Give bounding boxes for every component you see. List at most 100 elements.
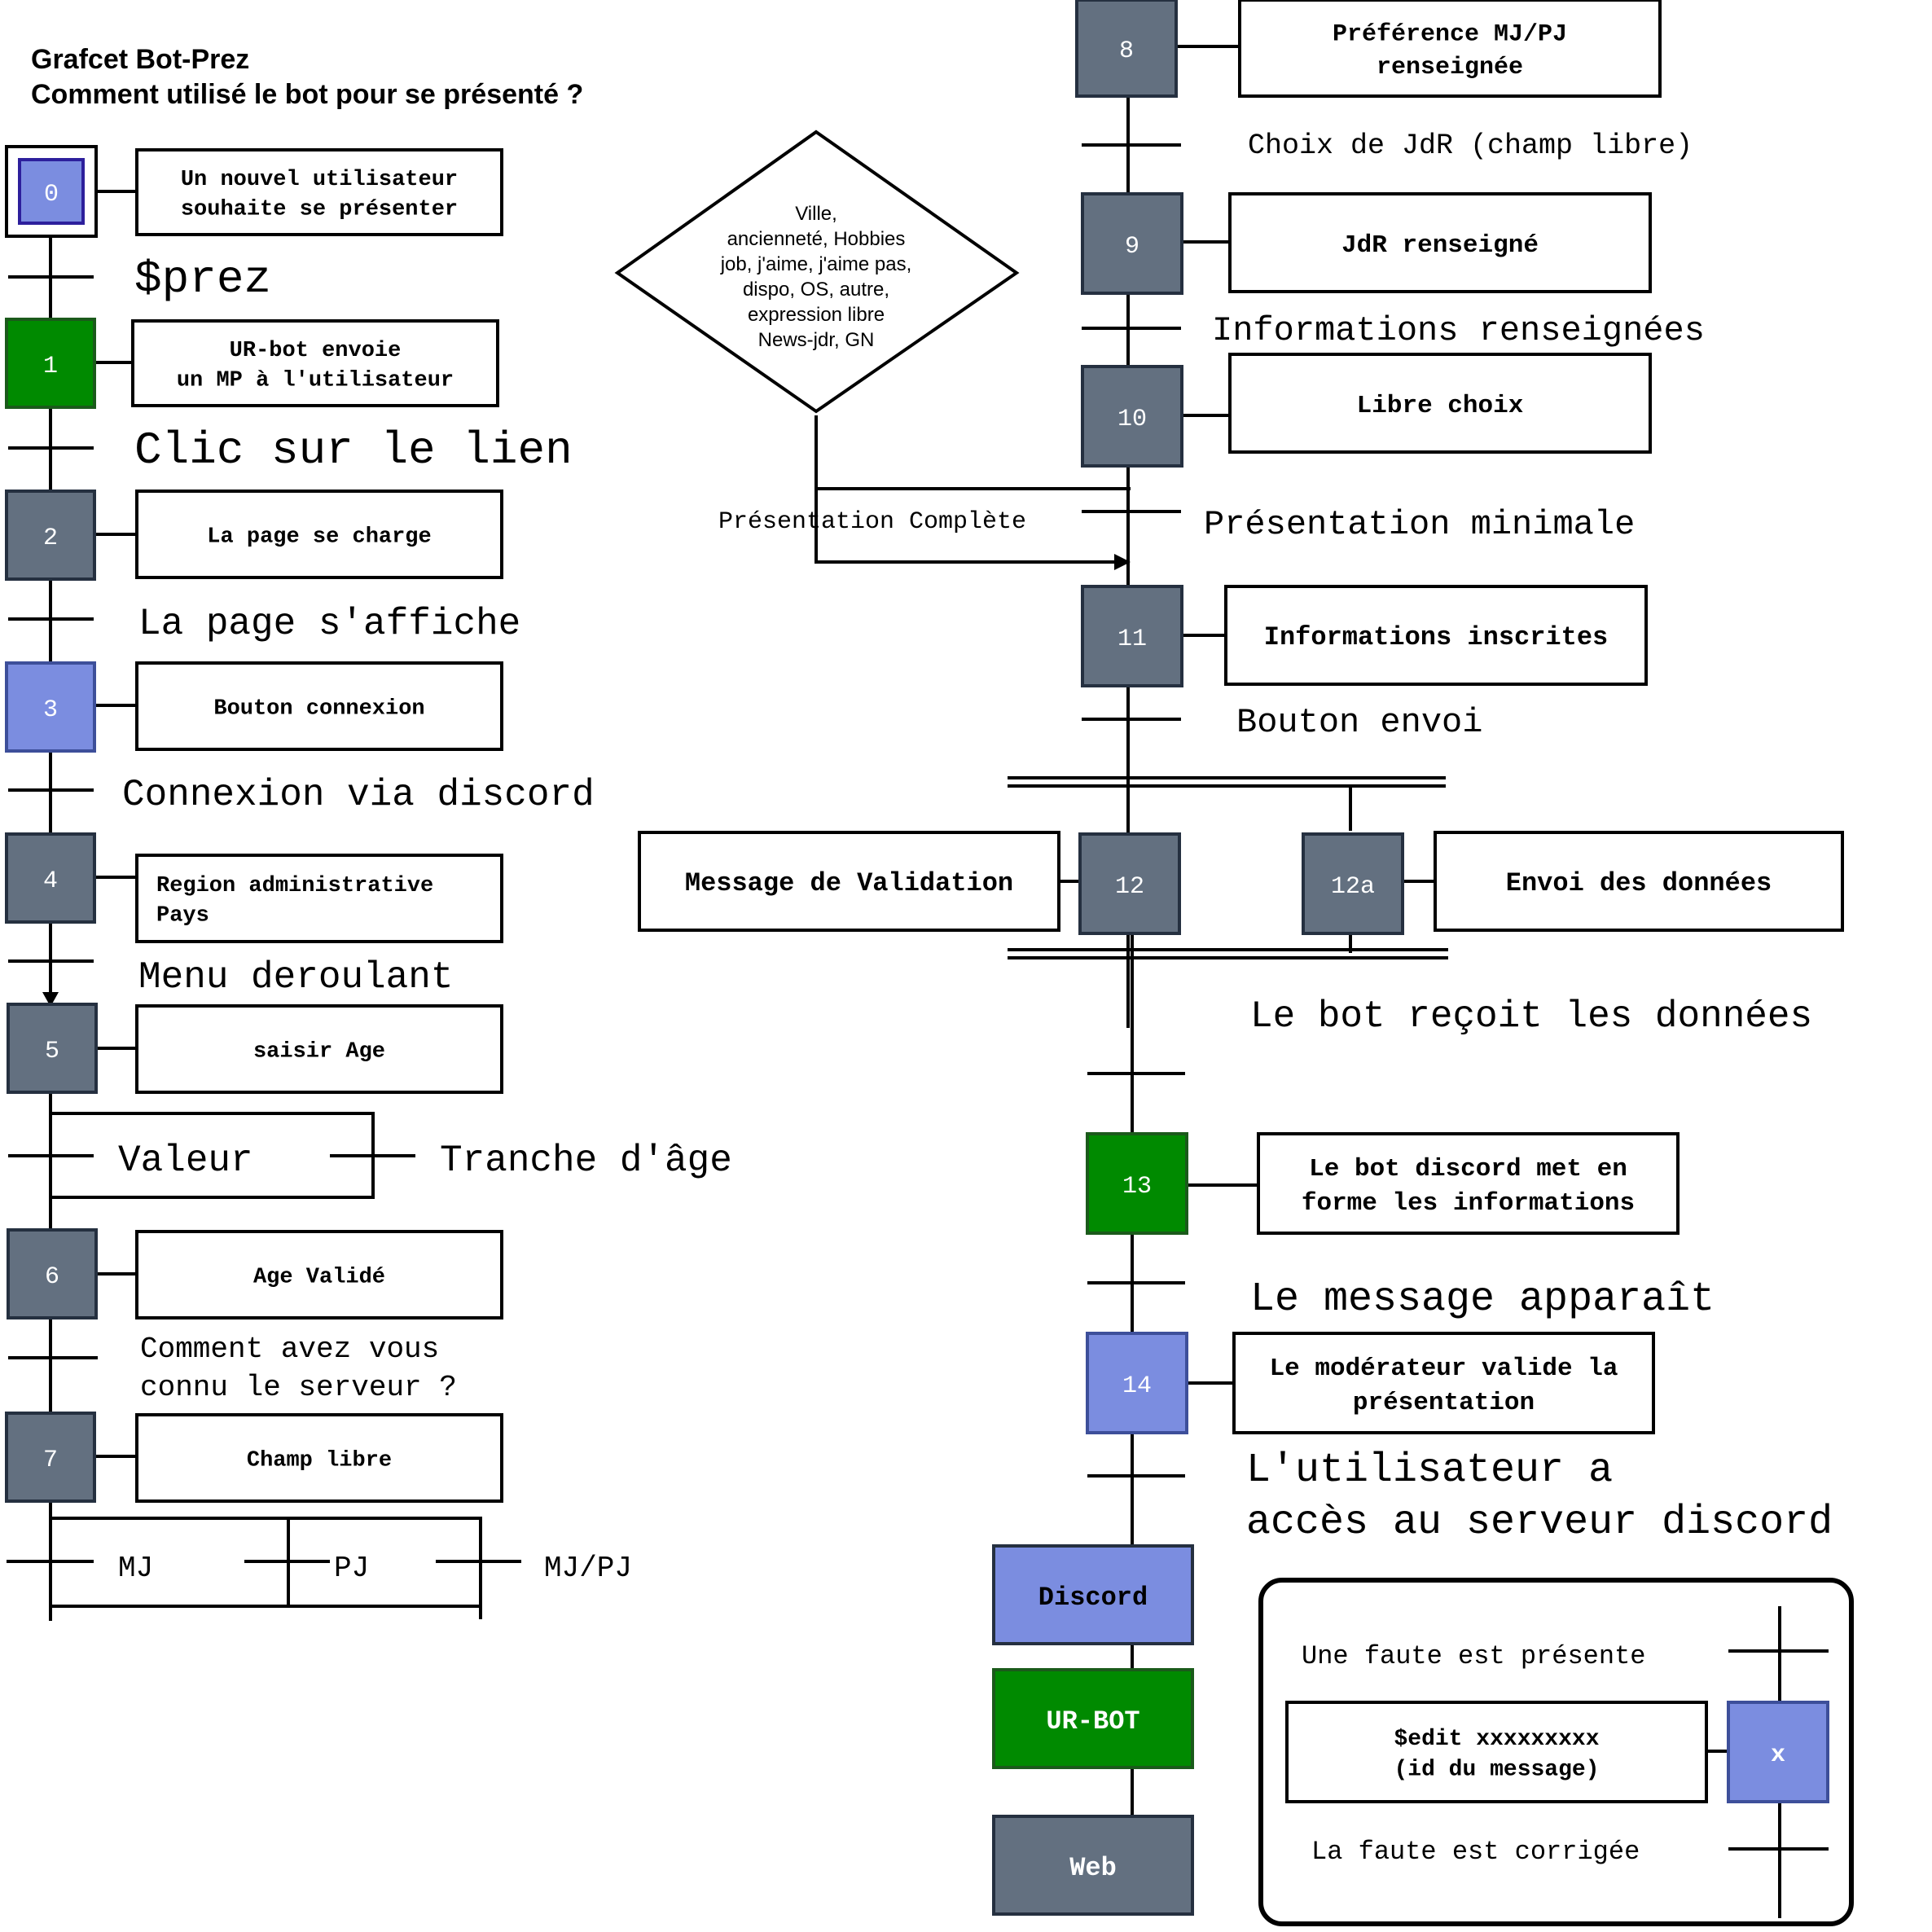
action-label: Envoi des données — [1506, 868, 1772, 898]
step-9: 9 — [1081, 192, 1183, 295]
action-label: renseignée — [1377, 54, 1523, 81]
legend-web: Web — [992, 1815, 1194, 1916]
action-5: saisir Age — [135, 1004, 503, 1094]
transition-label: MJ — [118, 1552, 153, 1585]
step-number: 12 — [1115, 873, 1144, 901]
step-number: 2 — [43, 525, 58, 552]
action-label: souhaite se présenter — [181, 198, 458, 222]
action-label: Bouton connexion — [213, 696, 424, 721]
step-number: 12a — [1331, 873, 1375, 901]
page-subtitle: Comment utilisé le bot pour se présenté … — [31, 79, 583, 110]
legend-discord: Discord — [992, 1544, 1194, 1645]
transition-label: Choix de JdR (champ libre) — [1248, 130, 1693, 162]
step-7: 7 — [5, 1412, 96, 1503]
action-label: forme les informations — [1302, 1189, 1635, 1218]
transition-label: accès au serveur discord — [1246, 1499, 1833, 1546]
edit-command-box: $edit xxxxxxxxx (id du message) — [1285, 1701, 1708, 1803]
step-6: 6 — [7, 1228, 98, 1319]
step-number: 9 — [1125, 233, 1139, 261]
transition-label: Clic sur le lien — [134, 424, 573, 476]
step-2: 2 — [5, 490, 96, 581]
action-label: (id du message) — [1394, 1758, 1599, 1783]
step-number: 7 — [43, 1447, 58, 1474]
action-label: Pays — [156, 904, 209, 929]
legend-urbot: UR-BOT — [992, 1668, 1194, 1769]
diamond-text: expression libre — [748, 304, 885, 326]
step-8: 8 — [1075, 0, 1178, 98]
transition-label: PJ — [334, 1552, 369, 1585]
transition-label: L'utilisateur a — [1246, 1447, 1613, 1494]
action-label: un MP à l'utilisateur — [177, 369, 454, 393]
action-label: présentation — [1353, 1389, 1535, 1417]
step-number: 6 — [45, 1263, 59, 1291]
action-label: Informations inscrites — [1264, 622, 1608, 652]
step-number: 4 — [43, 867, 58, 895]
step-0: 0 — [5, 145, 98, 238]
step-number: 1 — [43, 353, 58, 380]
transition-label: Informations renseignées — [1212, 311, 1705, 350]
transition-label: Menu deroulant — [138, 956, 453, 999]
step-number: 10 — [1117, 406, 1147, 433]
step-number: 11 — [1117, 626, 1147, 653]
connector-lines — [7, 0, 1829, 1918]
action-12: Message de Validation — [638, 831, 1060, 932]
diamond-text: ancienneté, Hobbies — [727, 228, 906, 250]
action-label: La page se charge — [207, 525, 431, 549]
transition-label: Le bot reçoit les données — [1250, 995, 1812, 1038]
step-number: 3 — [43, 696, 58, 724]
error-step-x: x — [1727, 1701, 1829, 1803]
action-label: Le modérateur valide la — [1270, 1355, 1618, 1383]
diamond-text: Ville, — [795, 203, 837, 225]
transition-label: connu le serveur ? — [140, 1371, 457, 1404]
action-12a: Envoi des données — [1434, 831, 1844, 932]
step-number: 8 — [1119, 37, 1134, 65]
transition-label: Une faute est présente — [1302, 1641, 1645, 1671]
step-number: x — [1771, 1741, 1785, 1769]
step-13: 13 — [1086, 1132, 1188, 1235]
step-number: 14 — [1122, 1372, 1152, 1400]
action-7: Champ libre — [135, 1413, 503, 1503]
step-1: 1 — [5, 318, 96, 409]
step-3: 3 — [5, 661, 96, 753]
step-5: 5 — [7, 1003, 98, 1094]
step-4: 4 — [5, 832, 96, 924]
action-label: Préférence MJ/PJ — [1333, 20, 1567, 48]
action-11: Informations inscrites — [1224, 585, 1648, 686]
step-12a: 12a — [1302, 832, 1404, 935]
action-label: Le bot discord met en — [1309, 1155, 1627, 1183]
action-label: JdR renseigné — [1341, 231, 1539, 260]
step-number: 0 — [44, 181, 59, 209]
action-label: Message de Validation — [685, 868, 1013, 898]
action-label: UR-bot envoie — [230, 339, 402, 363]
action-label: $edit xxxxxxxxx — [1394, 1727, 1599, 1752]
transition-label: La page s'affiche — [138, 603, 520, 645]
step-number: 5 — [45, 1038, 59, 1065]
legend-label: Discord — [1038, 1583, 1148, 1613]
step-14: 14 — [1086, 1332, 1188, 1434]
transition-label: $prez — [134, 253, 271, 305]
diamond-text: News-jdr, GN — [758, 329, 875, 351]
diamond-text: dispo, OS, autre, — [743, 279, 889, 301]
action-label: Age Validé — [253, 1265, 385, 1289]
action-13: Le bot discord met en forme les informati… — [1257, 1132, 1680, 1235]
legend-label: Web — [1069, 1853, 1117, 1883]
transition-label: Tranche d'âge — [440, 1139, 732, 1182]
transition-label: Valeur — [118, 1139, 253, 1182]
transition-label: Le message apparaît — [1250, 1276, 1715, 1323]
legend-label: UR-BOT — [1046, 1706, 1139, 1737]
action-label: Region administrative — [156, 874, 433, 898]
action-8: Préférence MJ/PJ renseignée — [1238, 0, 1662, 98]
transition-label: Bouton envoi — [1236, 703, 1482, 742]
transition-label: Connexion via discord — [122, 774, 595, 816]
transition-label: Présentation minimale — [1204, 505, 1635, 544]
page-title: Grafcet Bot-Prez — [31, 44, 249, 75]
action-10: Libre choix — [1228, 353, 1652, 454]
action-label: Champ libre — [247, 1448, 392, 1473]
transition-label: Présentation Complète — [718, 508, 1026, 536]
action-6: Age Validé — [135, 1230, 503, 1319]
diamond-text: job, j'aime, j'aime pas, — [720, 253, 912, 275]
error-box-frame — [1258, 1578, 1854, 1926]
action-9: JdR renseigné — [1228, 192, 1652, 293]
